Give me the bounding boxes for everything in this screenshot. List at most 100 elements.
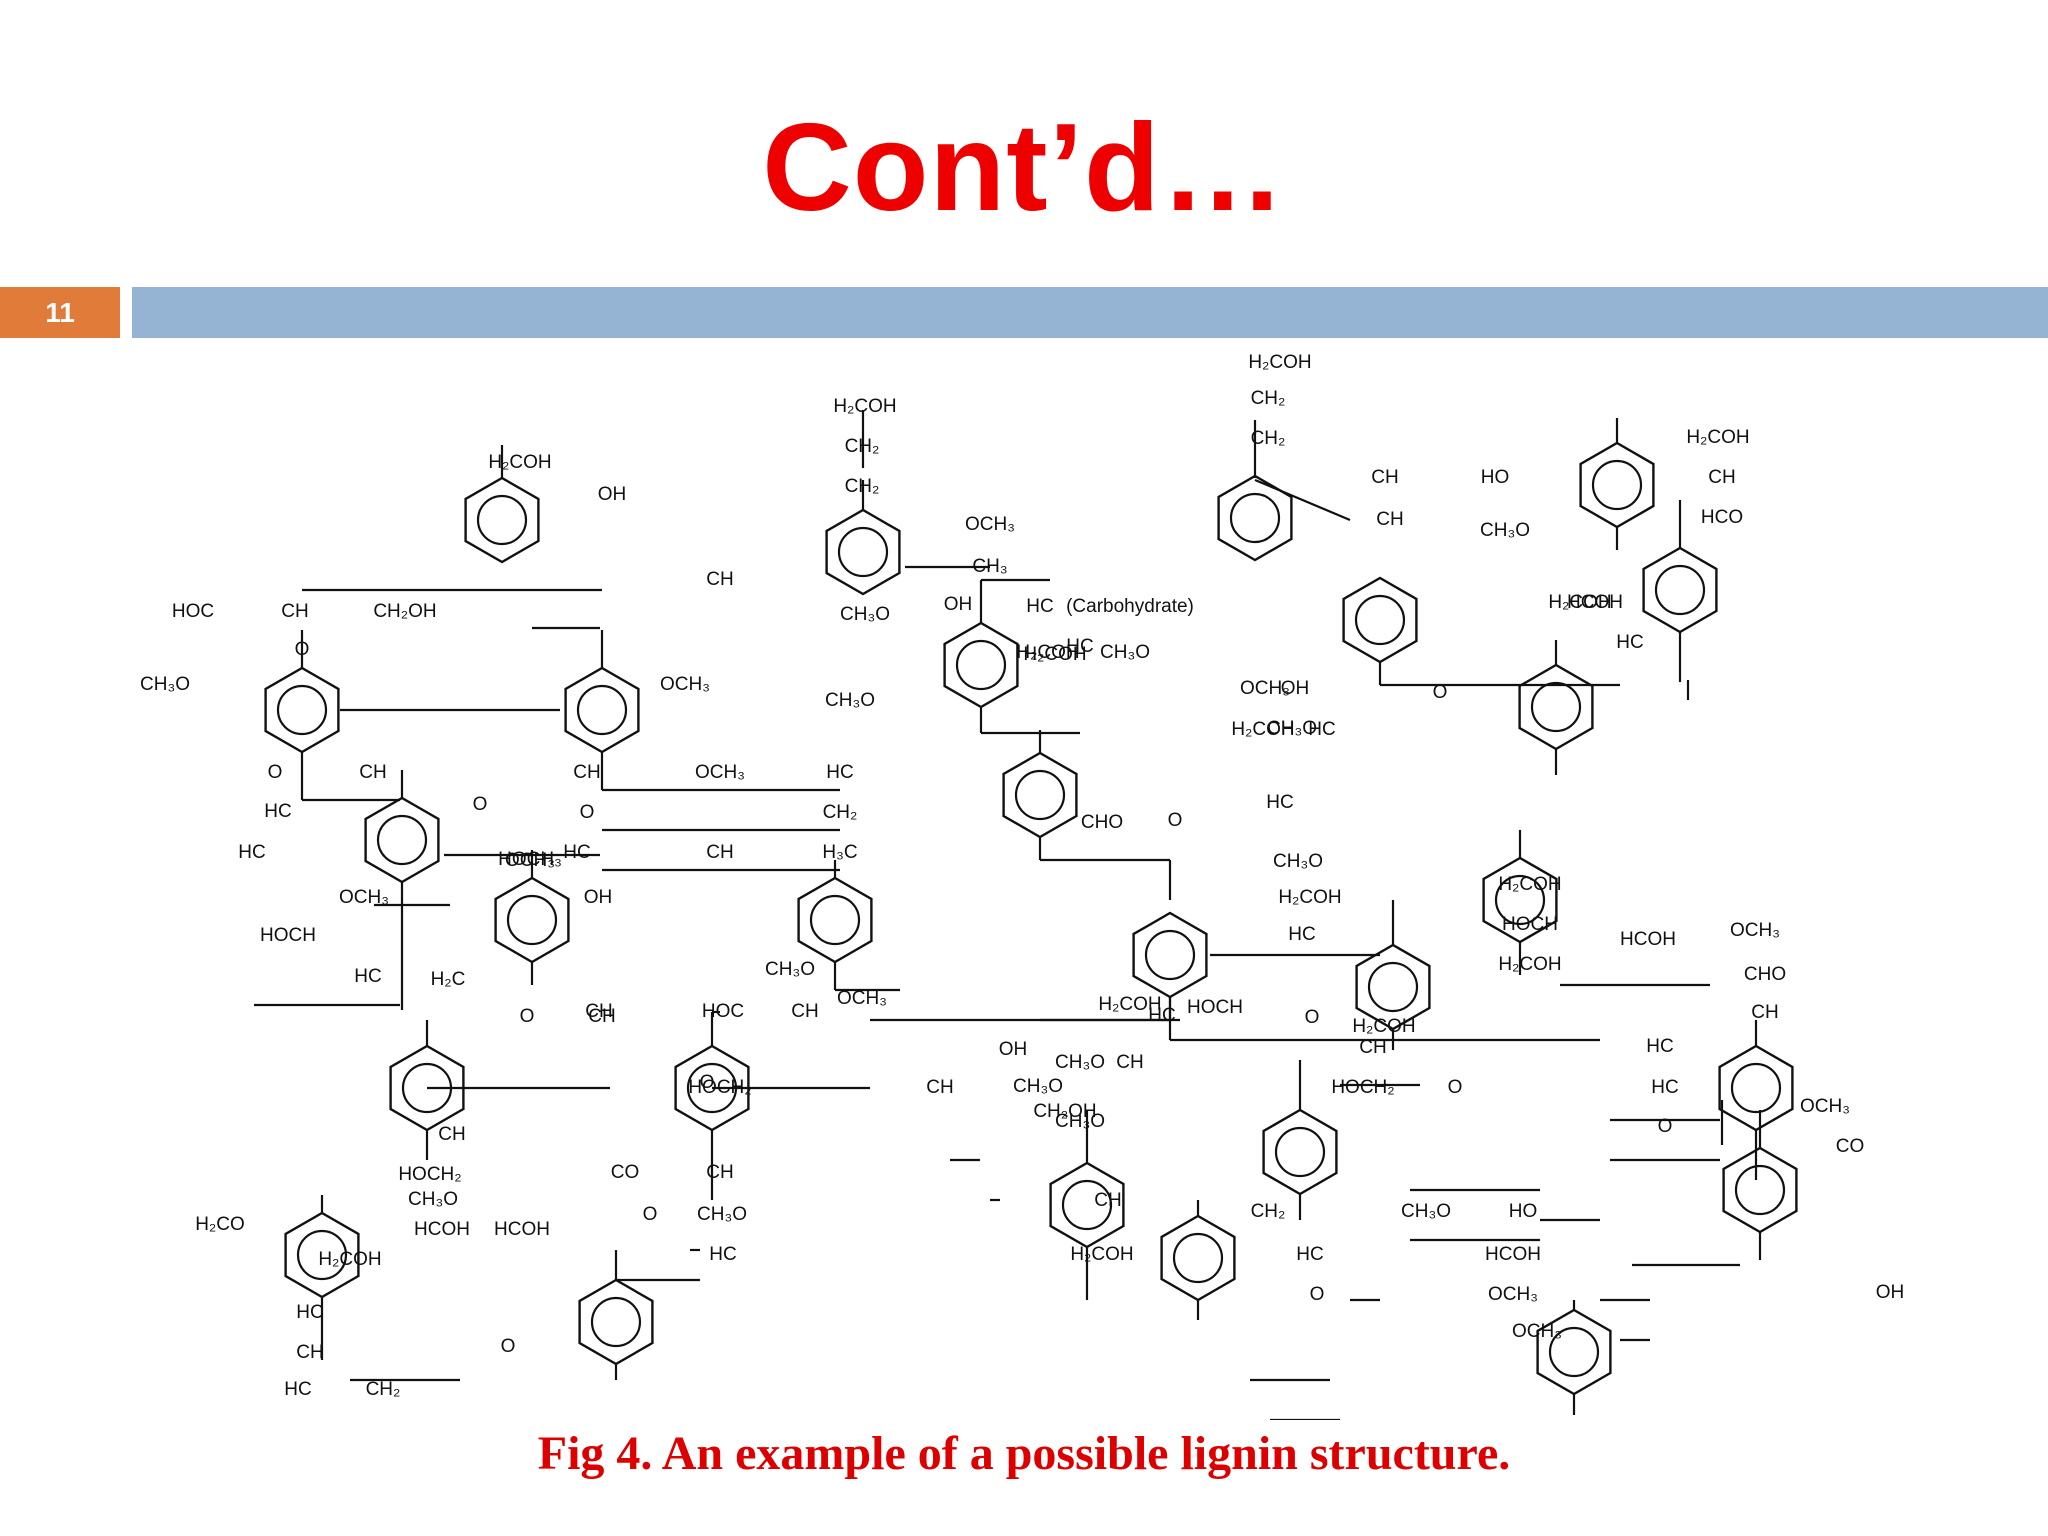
benzene-ring <box>1722 1146 1798 1234</box>
atom-label: HOCH <box>1187 997 1243 1018</box>
atom-label: OCH₃ <box>1488 1284 1538 1305</box>
atom-label: CH₃O <box>1055 1052 1105 1073</box>
slide-title: Cont’d… <box>762 99 1286 237</box>
atom-label: HC <box>826 762 853 783</box>
aromatic-circle <box>1530 681 1582 733</box>
aromatic-circle <box>1494 874 1546 926</box>
atom-label: H₂CO <box>195 1214 245 1235</box>
atom-label: HC <box>1266 792 1293 813</box>
benzene-ring <box>578 1278 654 1366</box>
atom-label: HOCH₂ <box>398 1164 461 1185</box>
atom-label: OH <box>584 887 613 908</box>
aromatic-circle <box>1548 1326 1600 1378</box>
atom-label: H₂COH <box>1098 994 1161 1015</box>
atom-label: OCH₃ <box>965 514 1015 535</box>
atom-label: HC <box>1026 596 1053 617</box>
benzene-ring <box>825 508 901 596</box>
atom-label: CH₃O <box>408 1189 458 1210</box>
benzene-ring <box>943 621 1019 709</box>
atom-label: CH <box>588 1006 615 1027</box>
atom-label: H₂COH <box>1278 887 1341 908</box>
atom-label: H₂COH <box>1686 427 1749 448</box>
atom-label: H₂COH <box>1352 1016 1415 1037</box>
aromatic-circle <box>1734 1164 1786 1216</box>
atom-label: H₂COH <box>1231 719 1294 740</box>
atom-label: CH <box>359 762 386 783</box>
atom-label: OCH₃ <box>1730 920 1780 941</box>
atom-label: CH₂ <box>1251 388 1286 409</box>
benzene-ring <box>1262 1108 1338 1196</box>
atom-label: CH₂ <box>845 476 880 497</box>
benzene-ring <box>1718 1044 1794 1132</box>
atom-label: HOCH₂ <box>688 1077 751 1098</box>
atom-label: OCH₃ <box>1512 1321 1562 1342</box>
atom-label: H₂C <box>431 969 466 990</box>
atom-label: O <box>473 794 488 815</box>
lignin-structure-diagram: H₂COHCH₂CH₂H₂COHCH₂CH₂H₂COHOHOCH₃CH₃CHCH… <box>140 352 1904 1420</box>
atom-label: CH <box>1376 509 1403 530</box>
atom-label: O <box>520 1006 535 1027</box>
atom-label: HOCH <box>260 925 316 946</box>
atom-label: OCH₃ <box>837 988 887 1009</box>
atom-label: H₂COH <box>833 396 896 417</box>
atom-label: CHO <box>1744 964 1786 985</box>
atom-label: CH <box>1751 1002 1778 1023</box>
atom-label: OCH₃ <box>339 887 389 908</box>
aromatic-circle <box>1229 492 1281 544</box>
atom-label: HC <box>1148 1005 1175 1026</box>
atom-label: CH <box>573 762 600 783</box>
atom-label: CH₂OH <box>1033 1101 1096 1122</box>
atom-label: HC <box>264 801 291 822</box>
atom-label: O <box>1433 682 1448 703</box>
atom-label: CH <box>926 1077 953 1098</box>
aromatic-circle <box>476 494 528 546</box>
atom-label: CH₂ <box>845 436 880 457</box>
atom-label: OCH₃ <box>660 674 710 695</box>
atom-label: CH <box>281 601 308 622</box>
atom-label: HCOH <box>1620 929 1676 950</box>
atom-label: H₂COH <box>1070 1244 1133 1265</box>
atom-label: HCO <box>1701 507 1743 528</box>
aromatic-circle <box>837 526 889 578</box>
atom-label: CH₃O <box>697 1204 747 1225</box>
bond-line <box>1254 478 1351 522</box>
aromatic-circle <box>590 1296 642 1348</box>
aromatic-circle <box>809 894 861 946</box>
atom-label: O <box>1448 1077 1463 1098</box>
atom-label: HC <box>1296 1244 1323 1265</box>
atom-label: O <box>1305 1007 1320 1028</box>
atom-label: HC <box>284 1379 311 1400</box>
benzene-ring <box>1342 576 1418 664</box>
atom-labels: H₂COHCH₂CH₂H₂COHCH₂CH₂H₂COHOHOCH₃CH₃CHCH… <box>140 352 1904 1400</box>
atom-label: HOC <box>172 601 214 622</box>
figure-caption: Fig 4. An example of a possible lignin s… <box>537 1427 1511 1480</box>
aromatic-circle <box>1014 769 1066 821</box>
atom-label: HCOH <box>494 1219 550 1240</box>
slide-number: 11 <box>0 287 120 338</box>
benzene-ring <box>1518 663 1594 751</box>
atom-label: HC <box>1616 632 1643 653</box>
atom-label: CO <box>611 1162 640 1183</box>
atom-label: CH₃O <box>1055 1111 1105 1132</box>
atom-label: OH <box>598 484 627 505</box>
atom-label: HC <box>1066 636 1093 657</box>
atom-label: CH₂ <box>1251 428 1286 449</box>
atom-label: CH₃O <box>1480 520 1530 541</box>
atom-label: O <box>1168 810 1183 831</box>
atom-label: CH <box>296 1342 323 1363</box>
atom-label: CH <box>1094 1190 1121 1211</box>
atom-label: OCH₃ <box>1240 678 1290 699</box>
atom-label: HOCH₃ <box>498 849 562 870</box>
atom-label: OCH₃ <box>695 762 745 783</box>
benzene-ring <box>1160 1214 1236 1302</box>
benzene-ring <box>1002 751 1078 839</box>
aromatic-circle <box>296 1229 348 1281</box>
atom-label: OCH₃ <box>1800 1096 1850 1117</box>
atom-label: HC <box>1646 1036 1673 1057</box>
atom-label: O <box>295 639 310 660</box>
atom-label: CH <box>585 1001 612 1022</box>
atom-label: OH <box>1876 1282 1905 1303</box>
header-bar <box>132 287 2048 338</box>
atom-label: HCOH <box>414 1219 470 1240</box>
aromatic-circle <box>1172 1232 1224 1284</box>
